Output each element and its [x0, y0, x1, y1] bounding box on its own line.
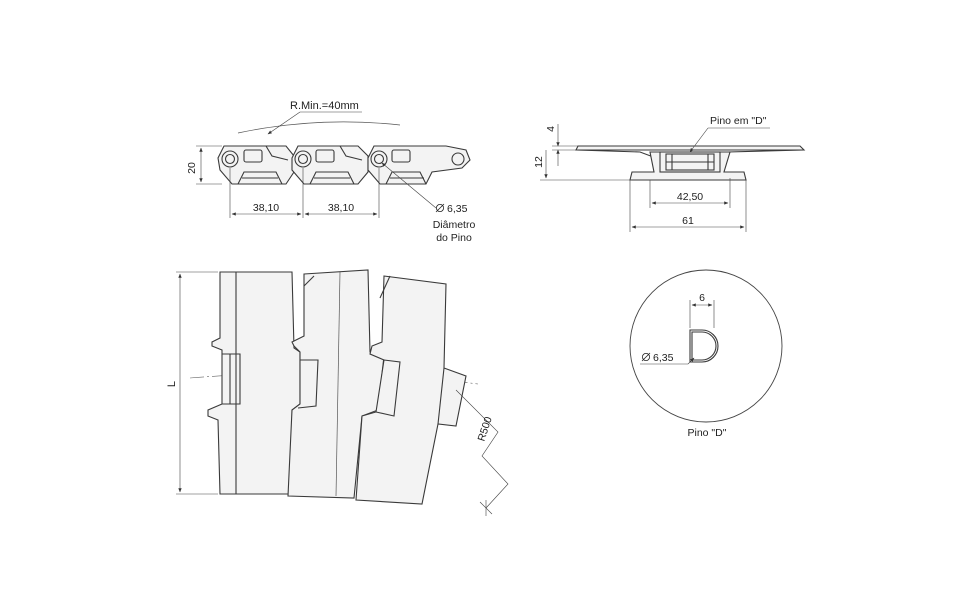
r500-leader [455, 389, 509, 509]
diameter-symbol [435, 203, 445, 213]
chain-link-1 [217, 145, 295, 185]
section-top-plate [575, 145, 806, 151]
d-pin-shape [689, 329, 719, 363]
pitch-dim-1: 38,10 [253, 202, 279, 214]
side-view: R.Min.=40mm [186, 100, 475, 244]
top-link-1 [207, 271, 301, 495]
dim-12-label: 12 [533, 156, 545, 168]
detail-diameter-label: 6,35 [653, 352, 674, 364]
chain-link-2 [291, 145, 369, 185]
radius-leader [267, 111, 301, 135]
pin-label-line1: Diâmetro [433, 219, 476, 231]
length-label: L [166, 381, 178, 387]
pin-label-line2: do Pino [436, 232, 472, 244]
chain-link-3 [367, 145, 471, 185]
pin-diameter-label: 6,35 [447, 203, 468, 215]
min-radius-arc [237, 121, 401, 134]
pin-hole-1 [221, 150, 239, 168]
pin-hole-2 [294, 150, 312, 168]
flat-dim-label: 6 [699, 292, 705, 304]
dim-42-label: 42,50 [677, 191, 703, 203]
pin-detail-caption: Pino "D" [688, 427, 727, 439]
pitch-dim-2: 38,10 [328, 202, 354, 214]
d-pin-label: Pino em "D" [710, 115, 767, 127]
pin-detail: 6 6,35 Pino "D" [629, 269, 783, 439]
min-radius-label: R.Min.=40mm [290, 100, 359, 112]
r500-label: R500 [476, 415, 495, 443]
section-body [629, 151, 747, 181]
top-view: L R500 [166, 269, 509, 516]
height-dim-label: 20 [186, 162, 198, 174]
dim-4-label: 4 [545, 126, 557, 132]
pin-hole-3 [370, 150, 388, 168]
top-link-3 [355, 275, 467, 505]
section-view: Pino em "D" 4 12 42,50 61 [533, 115, 806, 232]
diameter-symbol [641, 352, 651, 362]
dim-61-label: 61 [682, 215, 694, 227]
detail-circle [629, 269, 783, 423]
